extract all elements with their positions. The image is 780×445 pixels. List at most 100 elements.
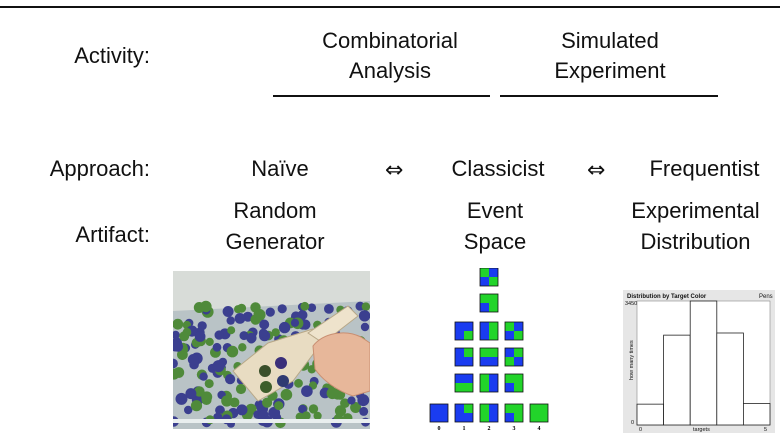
event-axis-label: 2 [488, 426, 491, 432]
marble [234, 313, 246, 324]
x-min-label: 0 [639, 427, 642, 433]
marble [300, 301, 310, 311]
outcome-tile [479, 293, 499, 313]
outcome-tile [479, 347, 499, 367]
outcome-tile [479, 321, 499, 341]
marble [278, 321, 291, 334]
artifact-event-line2: Space [463, 229, 527, 254]
marble [262, 397, 273, 408]
marble [204, 379, 214, 389]
marble [190, 400, 203, 412]
activity-combinatorial-line2: Analysis [349, 58, 431, 83]
outcome-tile [504, 321, 524, 341]
artifact-random-line2: Generator [225, 229, 325, 254]
marble [237, 303, 247, 313]
marble [290, 318, 300, 327]
marble [258, 410, 269, 421]
marble [173, 368, 180, 380]
histogram-bar [663, 334, 691, 426]
hand [312, 332, 370, 397]
marble [226, 345, 239, 358]
marble [258, 328, 268, 338]
y-min-label: 0 [631, 420, 634, 426]
event-axis-label: 3 [513, 426, 516, 432]
marble [298, 404, 307, 414]
marble [222, 306, 234, 317]
marble [236, 404, 248, 416]
outcome-tile [479, 403, 499, 423]
marble [193, 302, 205, 313]
marble [173, 358, 178, 369]
marble [259, 319, 270, 330]
marble [250, 302, 261, 313]
marble [308, 404, 319, 414]
top-rule [0, 6, 780, 8]
marble [271, 328, 280, 337]
marble [227, 326, 236, 335]
approach-label: Approach: [49, 156, 150, 181]
outcome-tile [454, 321, 474, 341]
activity-simulated-line1: Simulated [561, 28, 659, 53]
marble [350, 402, 362, 413]
marble [212, 360, 225, 373]
marble [187, 354, 199, 365]
marble [215, 405, 225, 416]
marble [358, 310, 370, 322]
marble [245, 403, 257, 415]
marble [205, 337, 214, 346]
marble [173, 340, 181, 352]
outcome-tile [429, 403, 449, 423]
chart-title: Distribution by Target Color [627, 294, 707, 300]
marble [173, 330, 180, 340]
artifact-experimental-line2: Distribution [640, 229, 751, 254]
y-axis-label: how many times [629, 340, 635, 380]
outcome-tile [504, 403, 524, 423]
activity-simulated-line2: Experiment [554, 58, 666, 83]
marble [307, 303, 317, 312]
marble [199, 372, 208, 381]
classicist-frequentist-arrow: ⇔ [587, 158, 606, 183]
marble [184, 405, 193, 415]
marble [301, 411, 311, 421]
histogram-bar [743, 403, 771, 426]
marble [175, 392, 188, 405]
chart-tab: Pens [759, 294, 773, 300]
approach-naive: Naïve [251, 156, 309, 181]
marble [347, 396, 356, 405]
marble [235, 383, 247, 395]
marble [194, 331, 206, 342]
outcome-tile [479, 373, 499, 393]
marble [265, 307, 275, 317]
event-axis-label: 0 [438, 426, 441, 432]
marble [280, 388, 293, 401]
marble [274, 401, 284, 411]
marble [301, 385, 313, 397]
marble [242, 311, 253, 322]
naive-classicist-arrow: ⇔ [385, 158, 404, 183]
marble [238, 343, 247, 352]
marbles-photo [173, 271, 370, 429]
approach-frequentist: Frequentist [649, 156, 760, 181]
activity-combinatorial-line1: Combinatorial [322, 28, 458, 53]
outcome-tile [479, 268, 499, 287]
outcome-tile [454, 347, 474, 367]
marble [185, 388, 197, 400]
outcome-tile [454, 403, 474, 423]
outcome-tile [504, 373, 524, 393]
marble [197, 321, 207, 331]
experimental-distribution-chart: Distribution by Target Color Pens 3450 0… [623, 290, 775, 433]
marble [295, 412, 304, 421]
artifact-experimental-line1: Experimental [631, 198, 760, 223]
marble [226, 316, 235, 325]
marble [225, 374, 236, 385]
simulated-underline [500, 95, 718, 97]
marble [361, 302, 370, 311]
marble [294, 378, 303, 388]
marble [212, 342, 222, 352]
histogram-bar [636, 403, 665, 426]
marble [359, 406, 369, 416]
marble [246, 332, 257, 344]
marble [182, 327, 192, 337]
artifact-event-line1: Event [466, 198, 524, 223]
